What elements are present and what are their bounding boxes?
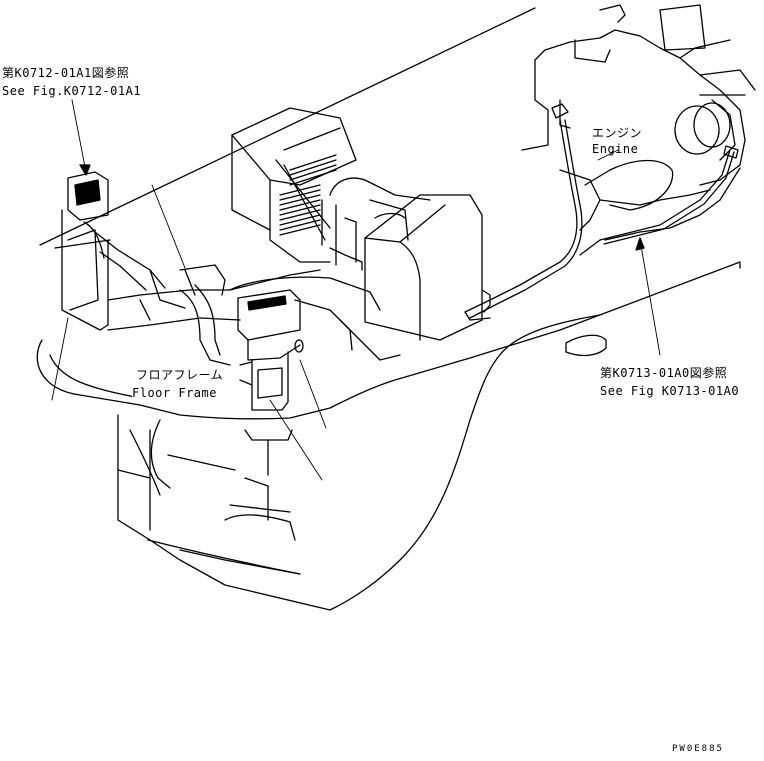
engine-jp-label: エンジン xyxy=(592,126,643,140)
engine-en-label: Engine xyxy=(592,142,639,156)
radiator-block xyxy=(231,107,431,271)
ref-k0712-jp-label: 第K0712-01A1図参照 xyxy=(2,66,130,80)
floor-frame-en-label: Floor Frame xyxy=(132,386,217,400)
floor-frame-body xyxy=(36,7,741,611)
engine-outline xyxy=(521,4,756,241)
leader-lines xyxy=(51,99,661,481)
ref-k0712-en-label: See Fig.K0712-01A1 xyxy=(2,84,142,98)
drawing-code: PW0E885 xyxy=(672,744,724,754)
ref-k0713-en-label: See Fig K0713-01A0 xyxy=(600,384,740,398)
engine-housing-block xyxy=(339,194,491,361)
floor-frame-jp-label: フロアフレーム xyxy=(136,368,224,382)
left-duct-assembly xyxy=(61,171,381,366)
wire-harness xyxy=(464,119,739,321)
heater-unit xyxy=(237,289,304,411)
floor-cover-plate xyxy=(565,334,607,357)
ref-k0713-jp-label: 第K0713-01A0図参照 xyxy=(600,366,728,380)
